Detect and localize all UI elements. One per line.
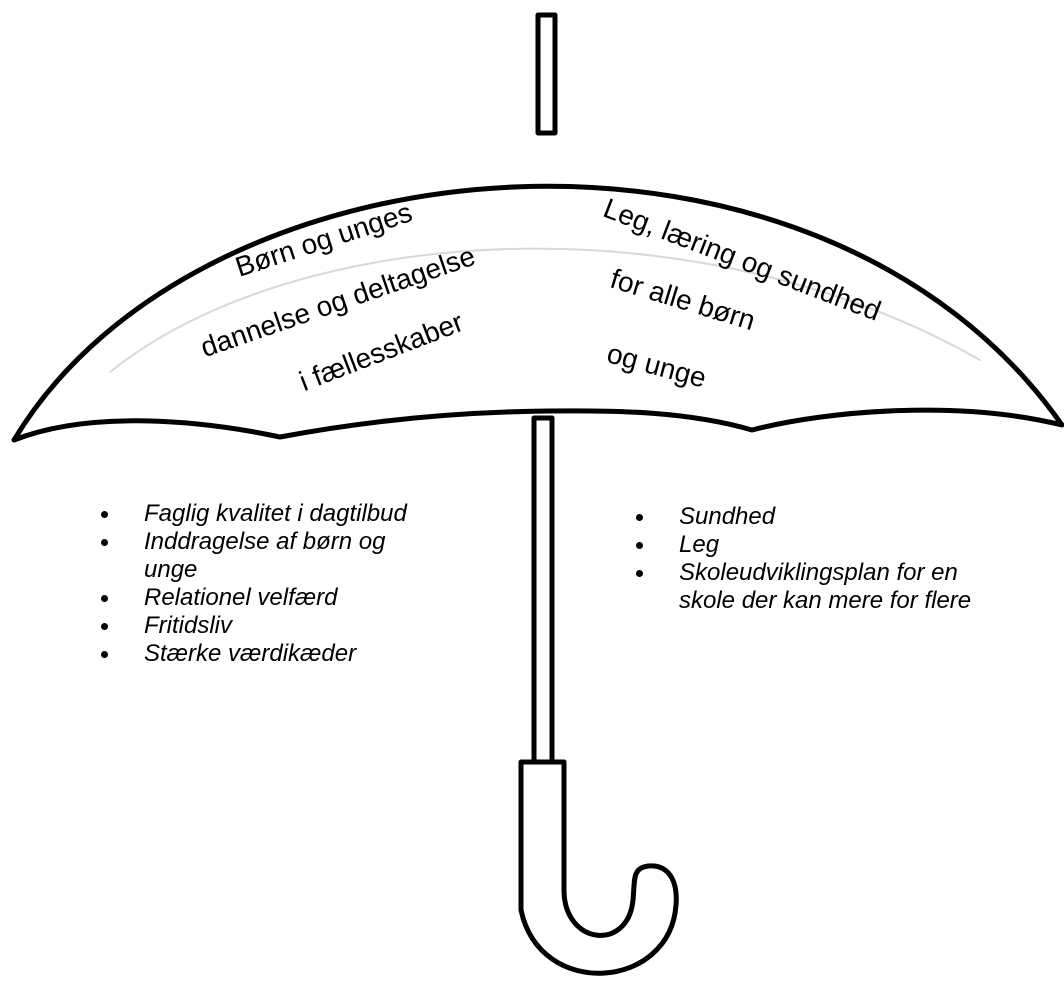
list-item: Skoleudviklingsplan for en skole der kan… [632,559,1019,615]
list-item: Relationel velfærd [97,584,457,612]
umbrella-handle [518,759,679,976]
list-item: Inddragelse af børn og unge [97,528,444,584]
list-item: Sundhed [632,503,1012,531]
list-item: Faglig kvalitet i dagtilbud [97,500,457,528]
list-item: Stærke værdikæder [97,640,457,668]
list-item: Fritidsliv [97,612,457,640]
umbrella-shaft [531,415,555,769]
left-bullet-list: Faglig kvalitet i dagtilbud Inddragelse … [97,500,457,668]
umbrella-canopy-shade [109,247,981,373]
right-bullet-list: Sundhed Leg Skoleudviklingsplan for en s… [632,503,1012,615]
umbrella-tip [535,12,558,136]
umbrella-canopy [11,183,1064,443]
list-item: Leg [632,531,1012,559]
